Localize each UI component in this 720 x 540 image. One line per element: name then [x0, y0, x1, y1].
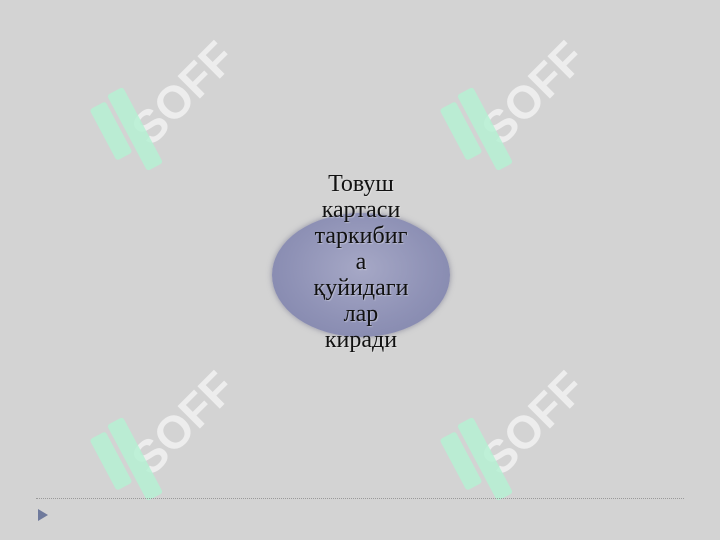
soff-watermark-text: SOFF — [471, 31, 595, 155]
soff-watermark: SOFF — [80, 0, 290, 200]
play-triangle-icon — [38, 509, 48, 521]
soff-watermark-text: SOFF — [121, 31, 245, 155]
ellipse-shape — [272, 213, 450, 337]
soff-watermark-text: SOFF — [121, 361, 245, 485]
soff-watermark-text: SOFF — [471, 361, 595, 485]
ellipse-label: Товуш картаси таркибиг а қуйидаги лар ки… — [313, 171, 409, 353]
soff-logo-icon: SOFF — [90, 31, 245, 171]
soff-logo-icon: SOFF — [440, 31, 595, 171]
soff-watermark: SOFF — [430, 0, 640, 200]
footer-divider — [36, 498, 684, 499]
next-slide-button[interactable] — [36, 507, 50, 523]
